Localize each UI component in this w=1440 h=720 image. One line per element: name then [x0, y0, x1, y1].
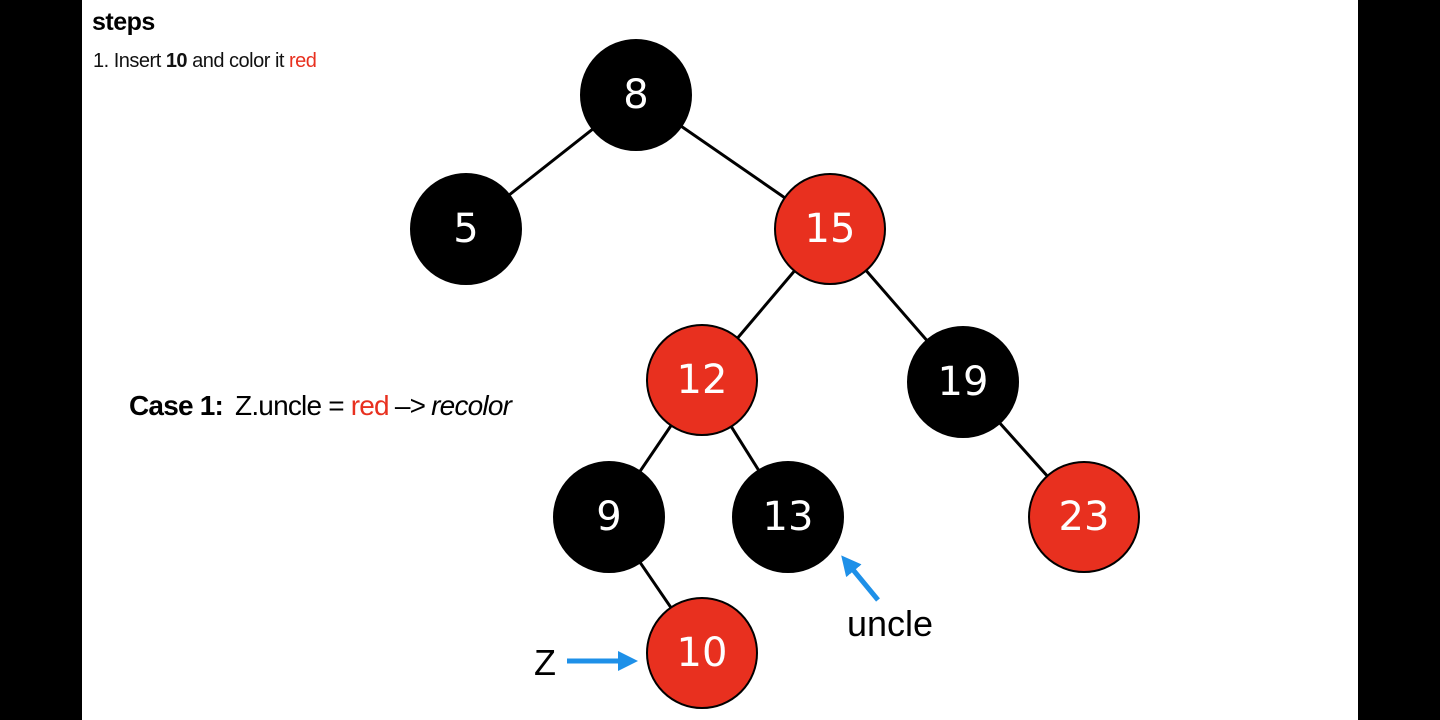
- node-circle-black: [410, 173, 522, 285]
- node-value: 12: [677, 357, 728, 403]
- tree-node-23: 23: [1028, 461, 1140, 573]
- tree-node-5: 5: [410, 173, 522, 285]
- uncle-arrow-icon: [841, 555, 880, 602]
- node-value: 15: [805, 206, 856, 252]
- node-circle-black: [732, 461, 844, 573]
- tree-node-12: 12: [646, 324, 758, 436]
- z-label: Z: [534, 642, 556, 683]
- tree-node-8: 8: [580, 39, 692, 151]
- node-value: 13: [763, 494, 814, 540]
- node-circle-black: [907, 326, 1019, 438]
- node-circle-red: [774, 173, 886, 285]
- tree-node-13: 13: [732, 461, 844, 573]
- case-arrow: –>: [394, 390, 426, 421]
- tree-node-19: 19: [907, 326, 1019, 438]
- tree-node-9: 9: [553, 461, 665, 573]
- step-1-value: 10: [165, 50, 188, 72]
- tree-nodes: 8 5 15 12 19 9 13 23 10: [410, 39, 1140, 709]
- tree-node-15: 15: [774, 173, 886, 285]
- case-condition: Z.uncle =: [235, 390, 351, 421]
- node-value: 5: [453, 206, 478, 252]
- node-circle-red: [646, 597, 758, 709]
- case-action: recolor: [431, 390, 512, 421]
- node-circle-red: [646, 324, 758, 436]
- node-circle-red: [1028, 461, 1140, 573]
- node-value: 23: [1059, 494, 1110, 540]
- node-value: 19: [938, 359, 989, 405]
- case-1-note: Case 1: Z.uncle = red–>recolor: [129, 390, 512, 422]
- uncle-label: uncle: [847, 603, 933, 644]
- case-label: Case 1:: [129, 390, 224, 421]
- step-1-text: 1. Insert 10 and color it red: [93, 50, 317, 73]
- node-circle-black: [580, 39, 692, 151]
- case-color-word: red: [350, 390, 390, 421]
- node-value: 10: [677, 630, 728, 676]
- tree-node-10: 10: [646, 597, 758, 709]
- red-black-tree: 8 5 15 12 19 9 13 23 10 Z uncle: [410, 39, 1140, 709]
- step-1-color-word: red: [289, 50, 317, 72]
- node-circle-black: [553, 461, 665, 573]
- step-1-middle: and color it: [187, 50, 290, 72]
- node-value: 9: [596, 494, 621, 540]
- slide: steps 1. Insert 10 and color it red Case…: [82, 0, 1358, 720]
- step-1-prefix: 1. Insert: [93, 50, 166, 72]
- steps-title: steps: [92, 8, 155, 36]
- node-value: 8: [623, 72, 648, 118]
